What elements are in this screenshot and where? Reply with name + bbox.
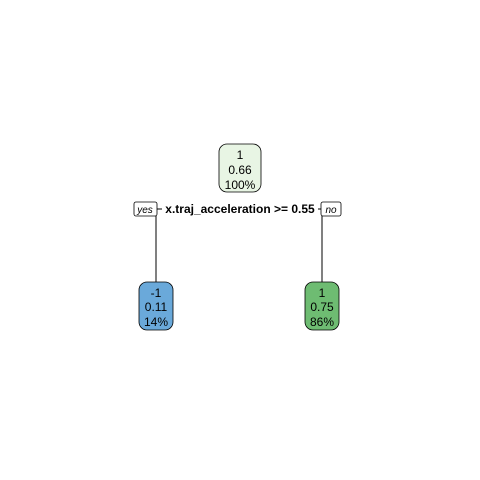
yes-branch-label: yes — [133, 201, 158, 217]
left-leaf-box — [138, 281, 174, 331]
left-leaf-probability: 0.11 — [145, 300, 168, 314]
left-leaf-node: -1 0.11 14% — [138, 281, 174, 331]
right-leaf-class-label: 1 — [319, 286, 326, 300]
no-label-text: no — [325, 205, 337, 216]
left-leaf-class-label: -1 — [151, 286, 162, 300]
right-leaf-box — [304, 281, 340, 331]
split-condition: x.traj_acceleration >= 0.55 — [165, 202, 315, 216]
right-leaf-probability: 0.75 — [310, 300, 334, 314]
yes-label-text: yes — [136, 205, 153, 216]
root-percent: 100% — [225, 178, 256, 192]
root-class-label: 1 — [237, 148, 244, 162]
right-leaf-node: 1 0.75 86% — [304, 281, 340, 331]
no-label-box — [320, 201, 342, 217]
no-branch-label: no — [320, 201, 342, 217]
root-node: 1 0.66 100% — [218, 143, 262, 193]
root-node-box — [218, 143, 262, 193]
yes-label-box — [133, 201, 158, 217]
right-leaf-percent: 86% — [310, 315, 334, 329]
left-leaf-percent: 14% — [144, 315, 168, 329]
root-probability: 0.66 — [228, 163, 252, 177]
